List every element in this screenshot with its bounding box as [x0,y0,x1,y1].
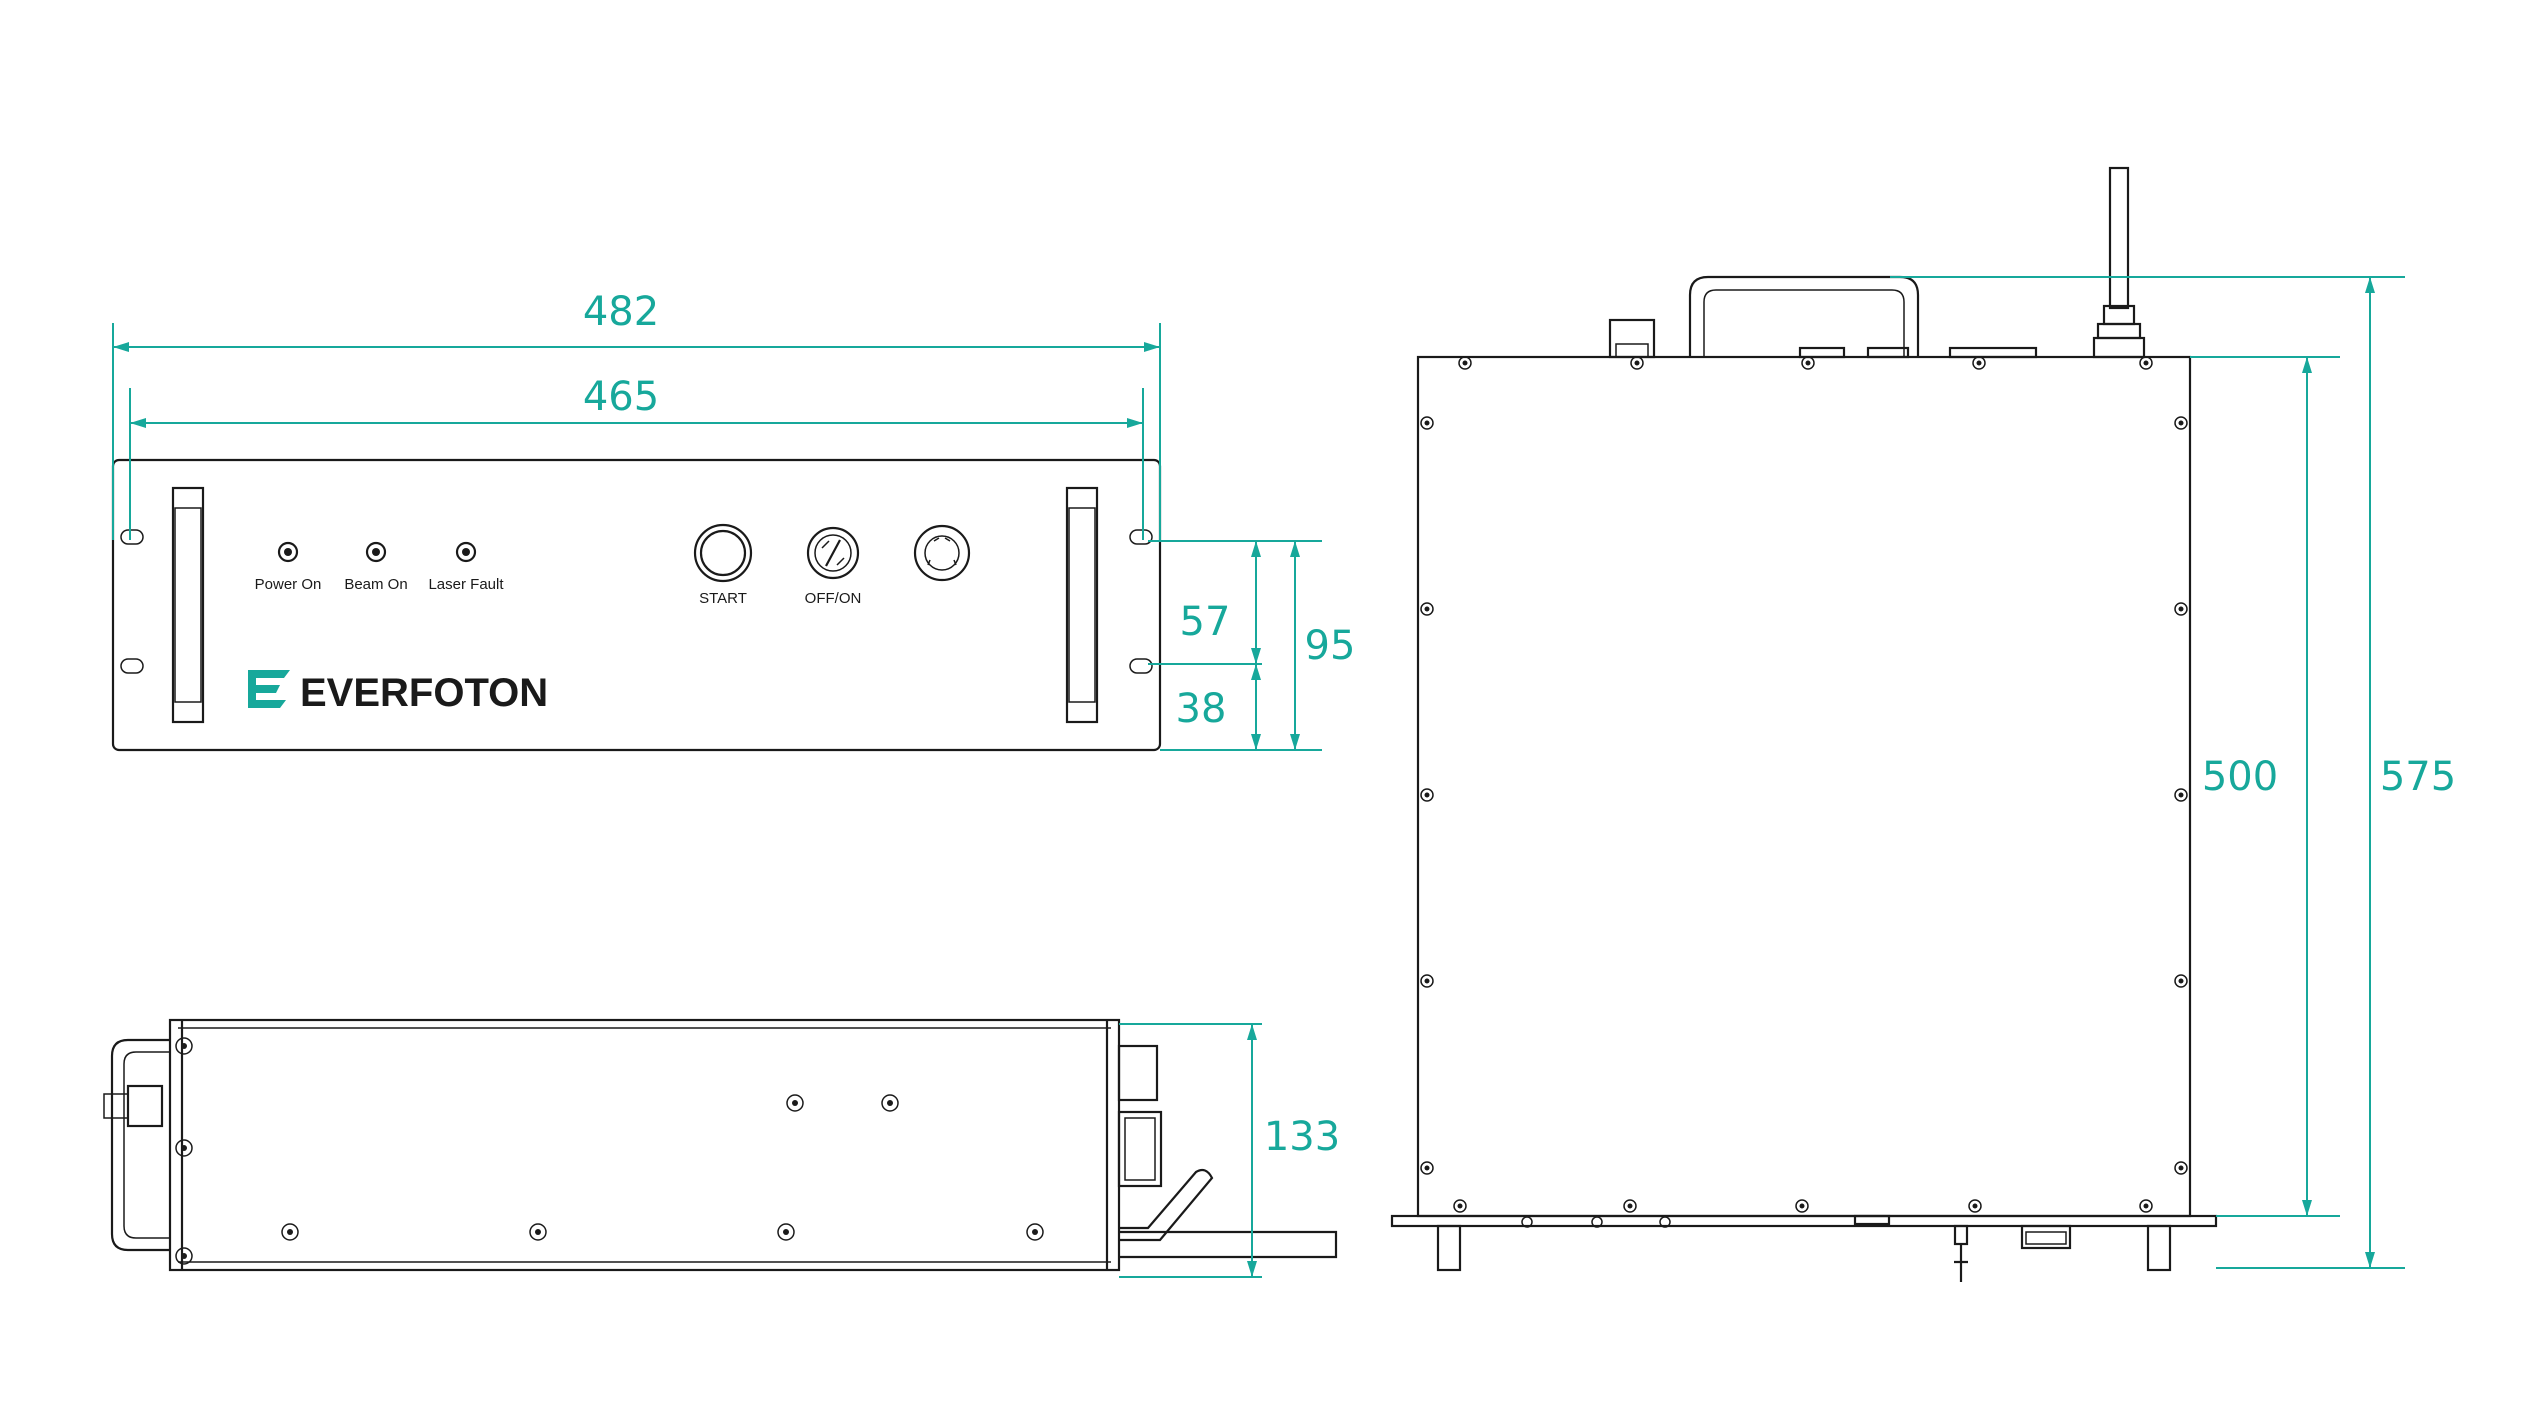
start-button [693,523,753,583]
start-label: START [699,590,747,607]
top-rear-db-connectors [1798,346,2038,359]
fiber-output-cable [2092,166,2146,359]
front-handle-left [171,486,205,724]
key-switch-icon [806,526,860,580]
side-screws [175,1037,1044,1265]
logo-text: EVERFOTON [300,671,548,715]
dim-500: 500 [2202,754,2278,800]
dim-133: 133 [1264,1114,1340,1160]
everfoton-logo: EVERFOTON [248,670,548,715]
side-rear-connectors [1117,1044,1338,1259]
mount-hole-top-left [120,529,144,545]
emergency-stop-icon [913,524,971,582]
top-dimensions: 500 575 [1890,276,2456,1269]
beam-on-label: Beam On [344,576,407,593]
top-handle-right [2146,1224,2172,1272]
top-start-button [1853,1214,1891,1226]
side-handle [110,1038,170,1252]
side-body [168,1018,1121,1272]
beam-on-led [365,541,387,563]
top-front-flange [1390,1214,2218,1228]
dim-38: 38 [1176,686,1227,732]
side-dimensions: 133 [1119,1023,1340,1278]
front-dimensions: 482 465 57 38 95 [112,289,1356,751]
side-view [103,1018,1338,1272]
top-emergency-stop [2020,1224,2072,1250]
top-key-switch [1953,1224,1969,1282]
mount-hole-bottom-left [120,658,144,674]
dim-575: 575 [2380,754,2456,800]
power-on-led [277,541,299,563]
top-screws [1420,356,2188,1228]
front-handle-right [1065,486,1099,724]
top-handle-left [1436,1224,1462,1272]
laser-fault-label: Laser Fault [428,576,504,593]
top-rear-handle [1688,275,1920,357]
dim-57: 57 [1180,599,1231,645]
top-body [1416,355,2192,1218]
front-panel [111,458,1162,752]
laser-fault-led [455,541,477,563]
dim-465: 465 [583,374,659,420]
mount-hole-bottom-right [1129,658,1153,674]
dim-482: 482 [583,289,659,335]
dim-95: 95 [1305,623,1356,669]
side-clamp [103,1084,164,1128]
top-rear-connector-left [1608,318,1656,359]
key-switch-label: OFF/ON [805,590,862,607]
power-on-label: Power On [255,576,322,593]
top-view [1390,166,2218,1282]
logo-mark-icon [248,670,290,708]
front-view: Power On Beam On Laser Fault START OFF/O… [111,458,1162,752]
mount-hole-top-right [1129,529,1153,545]
